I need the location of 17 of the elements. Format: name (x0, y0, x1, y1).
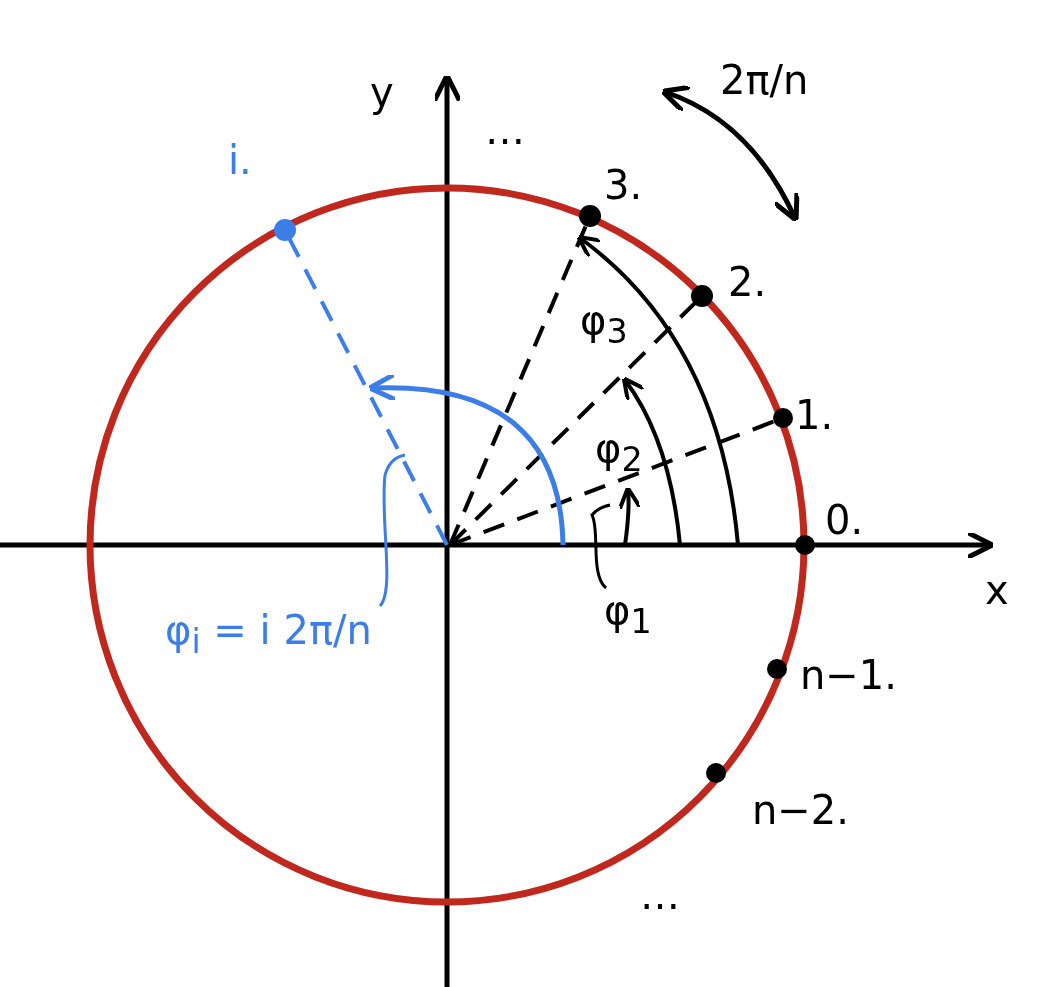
math-label: i. (228, 140, 252, 180)
angle-label: φ$_{1}$ (604, 590, 652, 639)
math-label: x (985, 570, 1009, 610)
math-label: n−1. (800, 655, 898, 695)
math-label: φ$_{2}$ (595, 428, 643, 477)
math-label: … (485, 110, 525, 150)
leader-line (590, 503, 611, 589)
math-label: 1. (795, 395, 834, 435)
math-label: 2. (728, 262, 767, 302)
math-label: n−2. (752, 790, 850, 830)
angle-label: φ$_{i}$ = i 2π/n (165, 610, 372, 659)
math-label: φ$_{3}$ (580, 300, 628, 349)
leader-line (378, 453, 406, 607)
math-label: 0. (825, 500, 864, 540)
math-label: 3. (604, 165, 643, 205)
math-label: … (640, 875, 680, 915)
arc-length-label: 2π/n (720, 60, 809, 100)
